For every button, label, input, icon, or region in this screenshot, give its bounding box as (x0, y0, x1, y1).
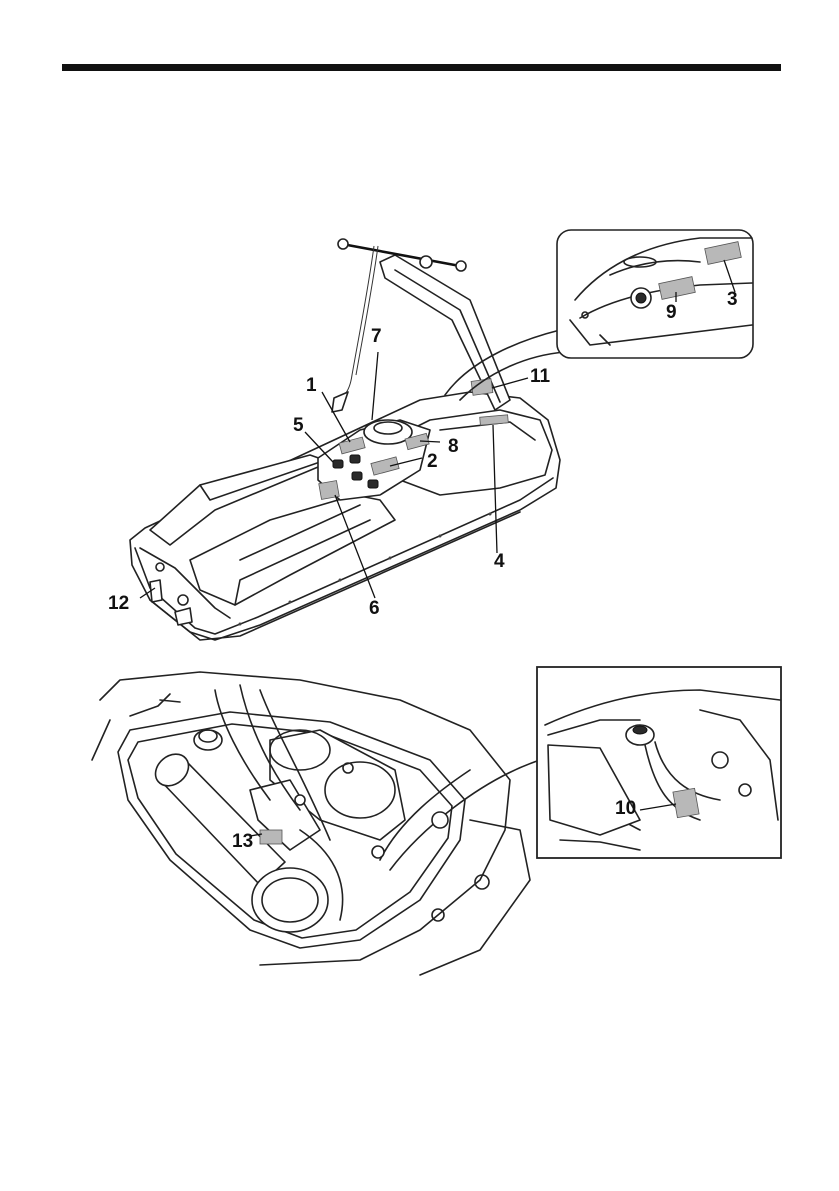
compartment-closeup-inset (537, 667, 781, 858)
callout-2: 2 (427, 452, 438, 471)
callout-9: 9 (666, 303, 677, 322)
hood-closeup-inset (557, 230, 753, 358)
callout-12: 12 (108, 594, 129, 613)
callout-1: 1 (306, 376, 317, 395)
callout-11: 11 (530, 367, 550, 386)
callout-3: 3 (727, 290, 738, 309)
callout-13: 13 (232, 832, 253, 851)
callout-10: 10 (615, 799, 636, 818)
callout-8: 8 (448, 437, 459, 456)
callout-4: 4 (494, 552, 505, 571)
engine-compartment-drawing (92, 672, 540, 975)
watercraft-hull-drawing (130, 239, 565, 640)
callout-7: 7 (371, 327, 382, 346)
callout-5: 5 (293, 416, 304, 435)
callout-6: 6 (369, 599, 380, 618)
